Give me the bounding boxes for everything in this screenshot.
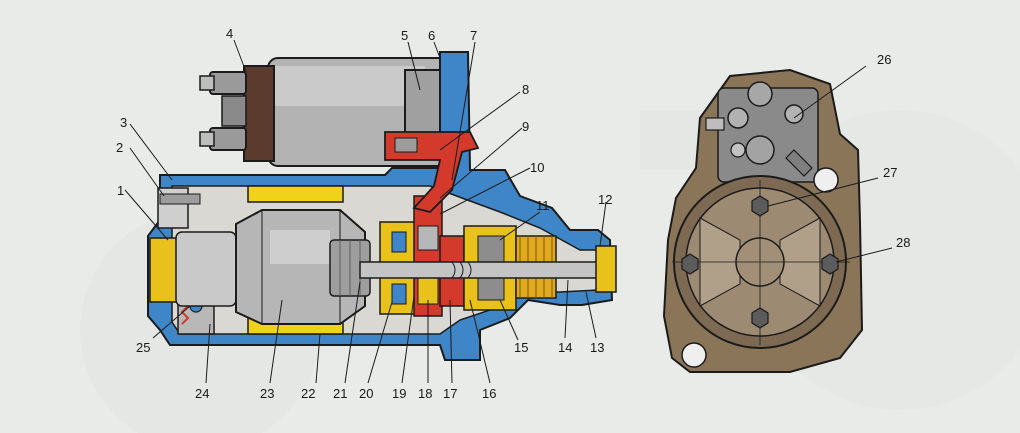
terminal-bolt-bottom [199,127,247,151]
callout-21: 21 [333,386,347,401]
callout-18: 18 [418,386,432,401]
callout-16: 16 [482,386,496,401]
leader-lines [124,39,607,384]
callout-9: 9 [522,119,529,134]
screw-heads [681,195,839,329]
callout-5: 5 [401,28,408,43]
callout-11: 11 [536,198,550,213]
callout-24: 24 [195,386,209,401]
drive-shaft [359,245,617,293]
end-cap-disk [672,175,850,349]
callout-1: 1 [117,183,124,198]
callout-27: 27 [883,165,897,180]
callout-20: 20 [359,386,373,401]
callout-25: 25 [136,340,150,355]
mount-hole-bottom [681,342,707,368]
callout-10: 10 [530,160,544,175]
callout-7: 7 [470,28,477,43]
terminal-block [705,81,819,183]
starter-motor-cross-section-icon [124,39,617,384]
callout-6: 6 [428,28,435,43]
starter-end-view-icon [662,65,893,373]
callout-13: 13 [590,340,604,355]
callout-15: 15 [514,340,528,355]
mount-hole-top [813,167,839,193]
end-view-leader-lines [767,65,893,263]
callout-8: 8 [522,82,529,97]
callout-23: 23 [260,386,274,401]
callout-17: 17 [443,386,457,401]
callout-22: 22 [301,386,315,401]
callout-26: 26 [877,52,891,67]
callout-14: 14 [558,340,572,355]
callout-4: 4 [226,26,233,41]
terminal-bolt-top [199,71,247,95]
callout-28: 28 [896,235,910,250]
field-pole-top [247,185,344,203]
callout-19: 19 [392,386,406,401]
callout-3: 3 [120,115,127,130]
callout-12: 12 [598,192,612,207]
callout-labels: 1 2 3 4 5 6 7 8 9 10 11 12 13 14 15 16 1… [116,26,910,401]
drive-fork-lever [384,131,480,213]
callout-2: 2 [116,140,123,155]
